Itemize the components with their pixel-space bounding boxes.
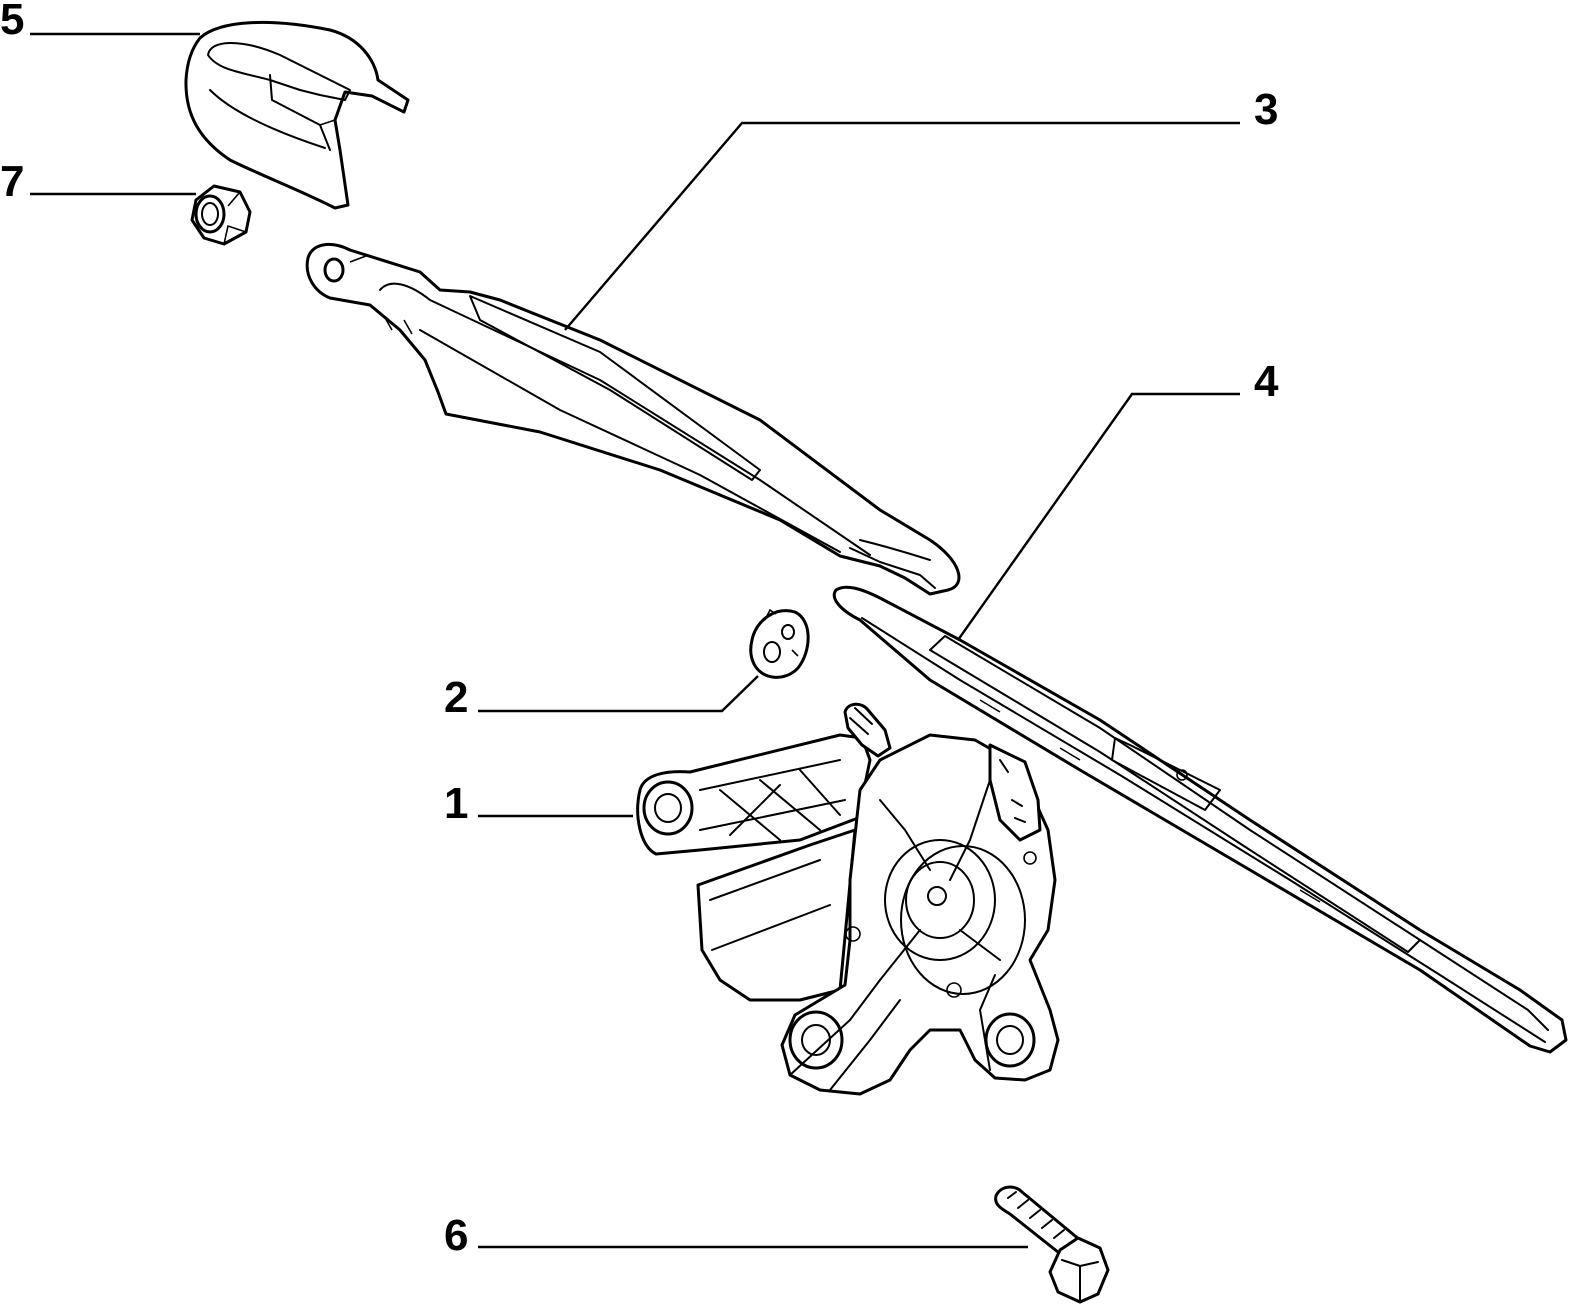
- leader-lines: [30, 32, 1240, 1249]
- part-2-washer[interactable]: [749, 608, 810, 679]
- callout-2: 2: [444, 673, 468, 722]
- callout-6: 6: [444, 1211, 468, 1260]
- callout-labels: 5 7 3 4 2 1 6: [0, 0, 1279, 1260]
- callout-4: 4: [1254, 357, 1279, 406]
- leader-2: [478, 675, 759, 713]
- callout-7: 7: [0, 157, 24, 206]
- leader-3: [564, 121, 1240, 331]
- callout-5: 5: [0, 0, 24, 44]
- part-4-wiper-blade[interactable]: [832, 585, 1568, 1054]
- callout-1: 1: [444, 779, 468, 828]
- callout-3: 3: [1254, 85, 1278, 134]
- part-3-wiper-arm[interactable]: [305, 242, 961, 596]
- part-7-nut[interactable]: [190, 184, 252, 246]
- part-5-cover[interactable]: [184, 20, 410, 210]
- part-6-bolt[interactable]: [994, 1185, 1110, 1304]
- part-1-wiper-motor[interactable]: [636, 702, 1060, 1096]
- leader-4: [957, 392, 1240, 641]
